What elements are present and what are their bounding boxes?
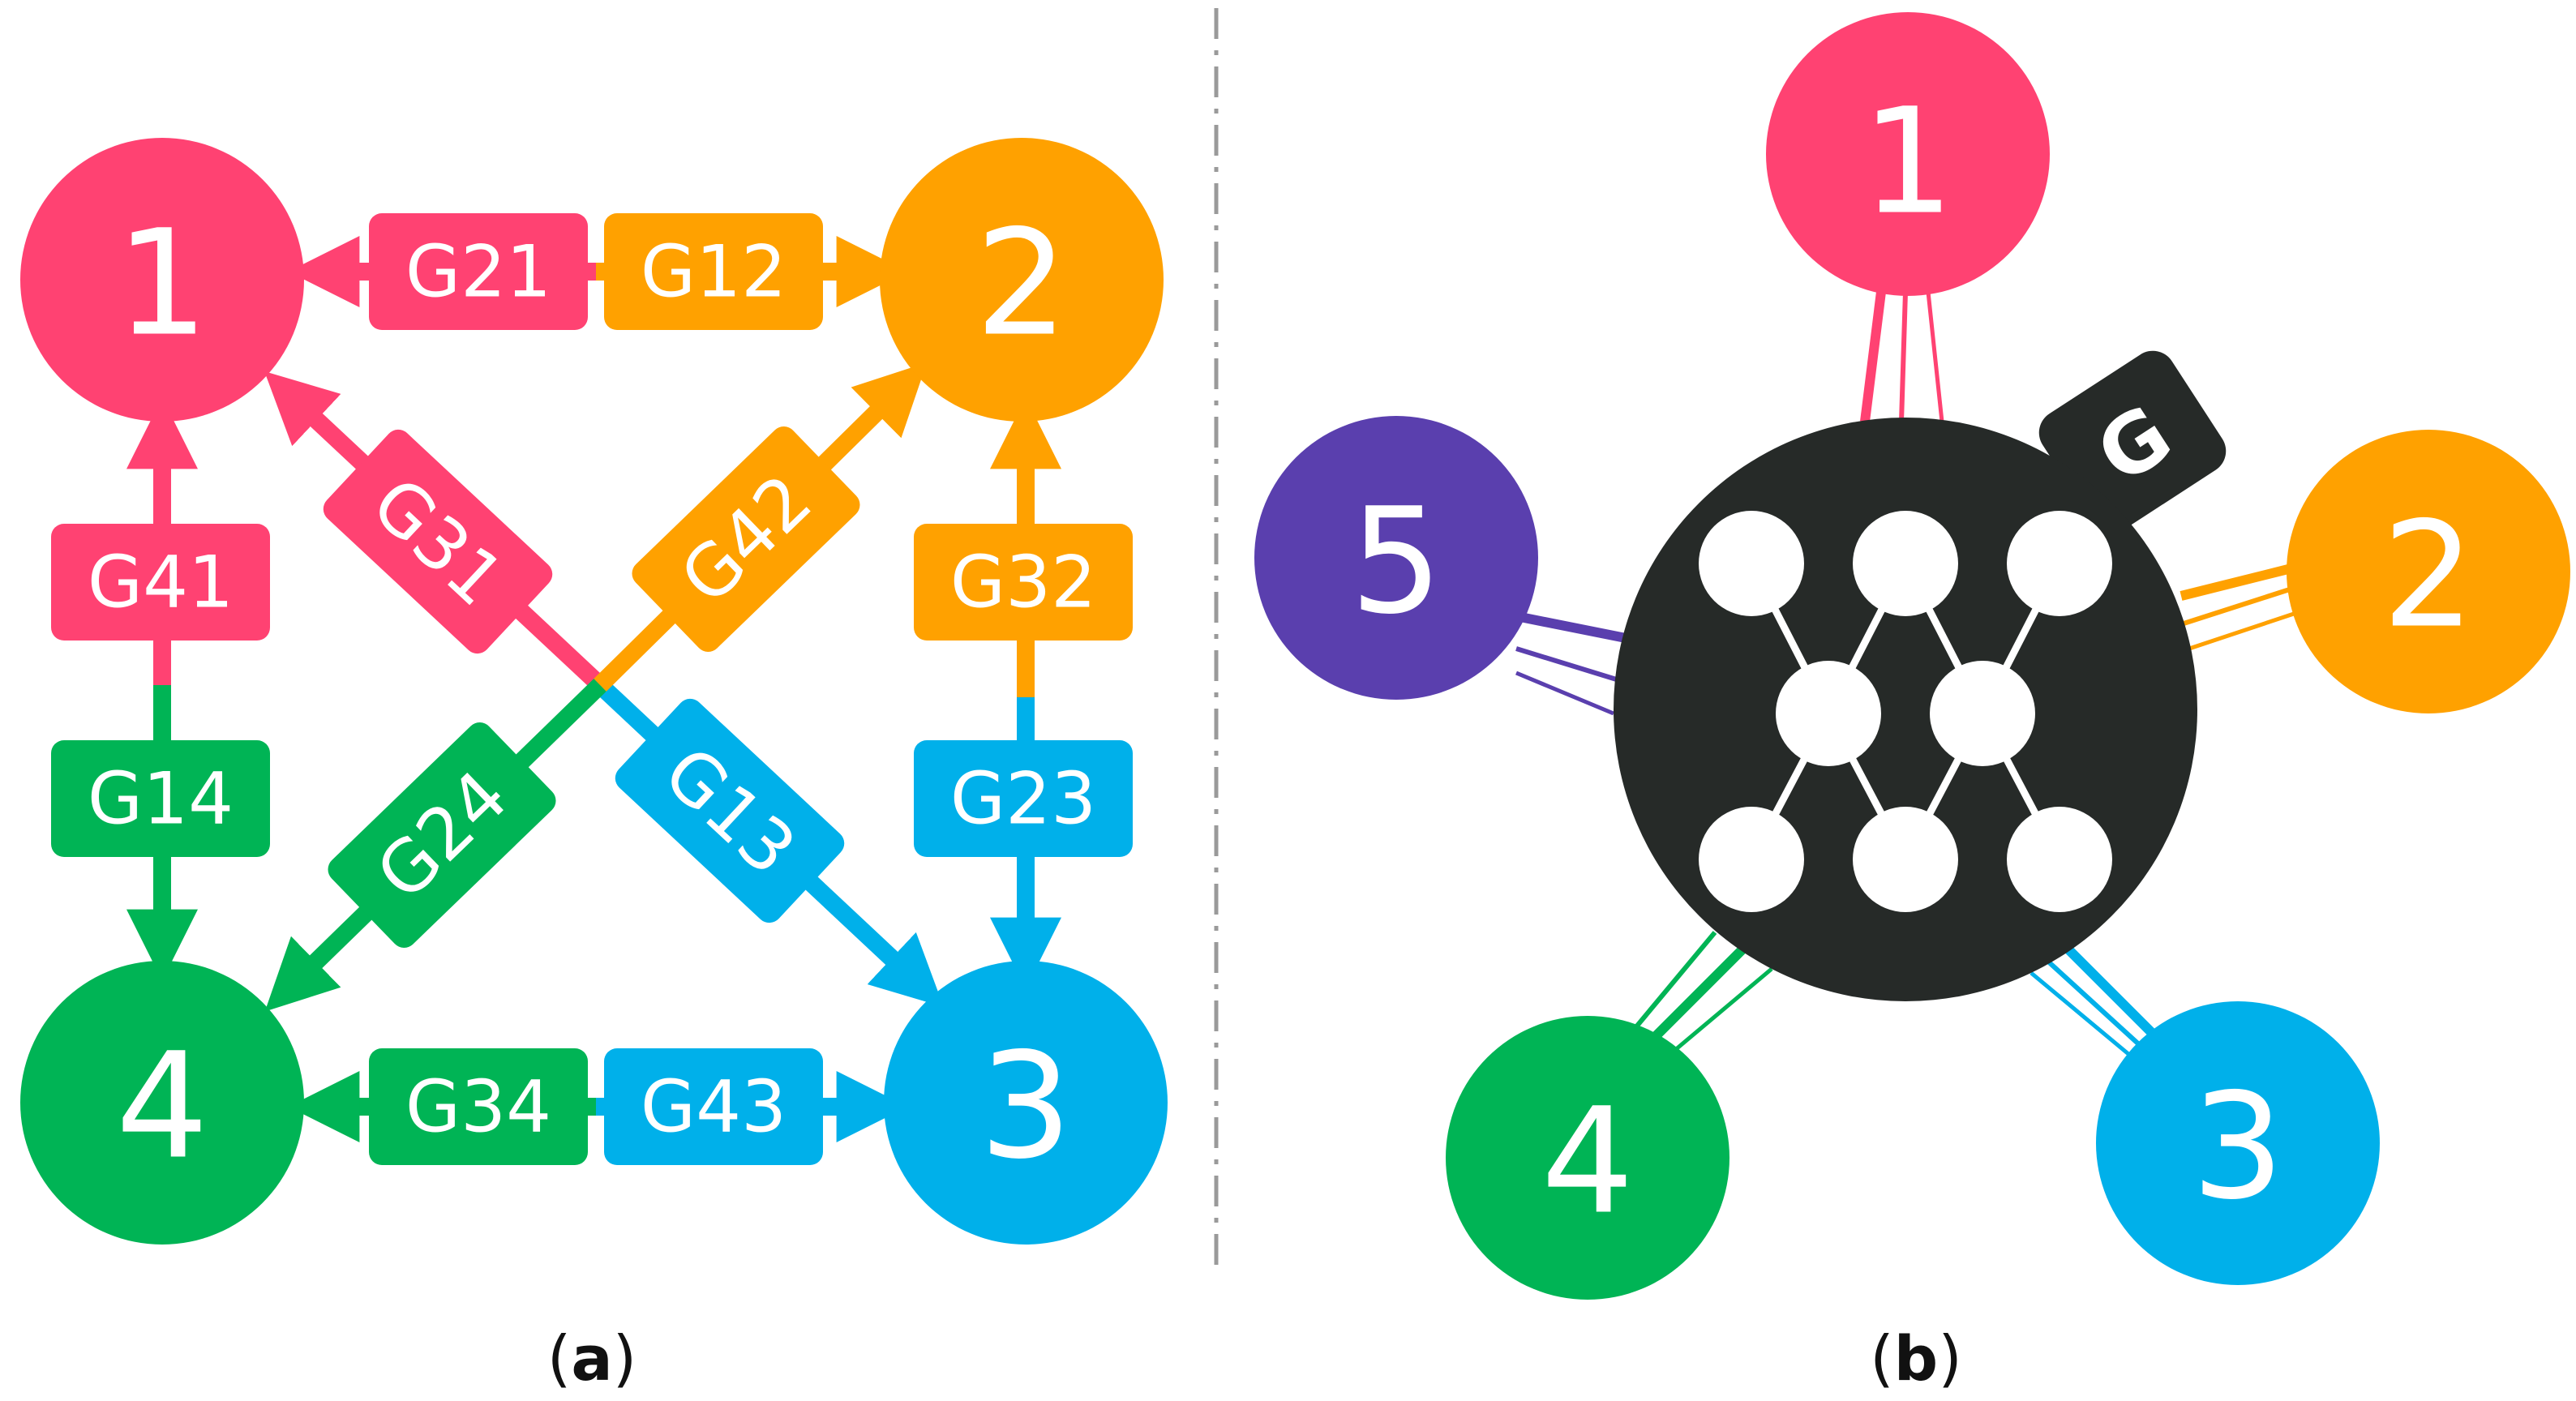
edge-label-g41-text: G41 [88, 541, 234, 624]
node-4: 4 [20, 961, 304, 1245]
caption-b: (b) [1870, 1322, 1962, 1395]
edge-label-g12: G12 [604, 213, 823, 330]
edge-label-g12-text: G12 [641, 230, 787, 314]
edge-label-g43-text: G43 [641, 1065, 787, 1149]
client-2: 2 [2287, 430, 2570, 713]
edge-label-g14-text: G14 [88, 757, 234, 841]
panel-b-clients: 1 2 3 4 5 [1254, 12, 2570, 1300]
link-client-1 [1860, 291, 1944, 422]
panel-a: 1 2 3 4 G21 G12 [20, 138, 1168, 1395]
link-client-4 [1631, 931, 1773, 1056]
server-body [1614, 418, 2197, 1001]
edge-label-g21: G21 [369, 213, 588, 330]
caption-b-letter: b [1894, 1322, 1938, 1395]
edge-label-g32-text: G32 [950, 541, 1096, 624]
node-2-label: 2 [975, 199, 1069, 369]
node-1-label: 1 [116, 199, 209, 369]
panel-a-edge-lines [126, 236, 1061, 1142]
client-3-label: 3 [2192, 1063, 2285, 1232]
edge-label-g23: G23 [914, 740, 1133, 857]
client-5-label: 5 [1350, 478, 1443, 647]
link-client-3 [2030, 945, 2161, 1056]
edge-label-g21-text: G21 [405, 230, 551, 314]
caption-a-letter: a [571, 1322, 612, 1395]
client-2-label: 2 [2382, 491, 2475, 661]
edge-label-g32: G32 [914, 524, 1133, 641]
caption-a: (a) [547, 1322, 637, 1395]
node-1: 1 [20, 138, 304, 422]
edge-label-g14: G14 [51, 740, 270, 857]
panel-a-edge-labels: G21 G12 G41 G14 G32 G23 [51, 213, 1133, 1165]
node-2: 2 [880, 138, 1164, 422]
node-3-label: 3 [979, 1022, 1073, 1192]
edge-label-g34: G34 [369, 1048, 588, 1165]
link-client-5 [1515, 611, 1639, 716]
panel-b-links [1515, 291, 2300, 1056]
edge-label-g23-text: G23 [950, 757, 1096, 841]
panel-b: G [1254, 12, 2570, 1395]
neural-network-icon [1699, 511, 2112, 912]
node-4-label: 4 [116, 1022, 209, 1192]
link-client-2 [2176, 563, 2300, 655]
client-1-label: 1 [1862, 78, 1955, 247]
node-3: 3 [884, 961, 1168, 1245]
client-3: 3 [2096, 1001, 2380, 1285]
edge-label-g43: G43 [604, 1048, 823, 1165]
server: G [1614, 350, 2227, 1001]
client-1: 1 [1766, 12, 2050, 296]
edge-label-g34-text: G34 [405, 1065, 551, 1149]
client-4-label: 4 [1541, 1078, 1635, 1247]
client-5: 5 [1254, 416, 1538, 700]
client-4: 4 [1446, 1016, 1729, 1300]
edge-label-g41: G41 [51, 524, 270, 641]
panel-a-nodes: 1 2 3 4 [20, 138, 1168, 1245]
